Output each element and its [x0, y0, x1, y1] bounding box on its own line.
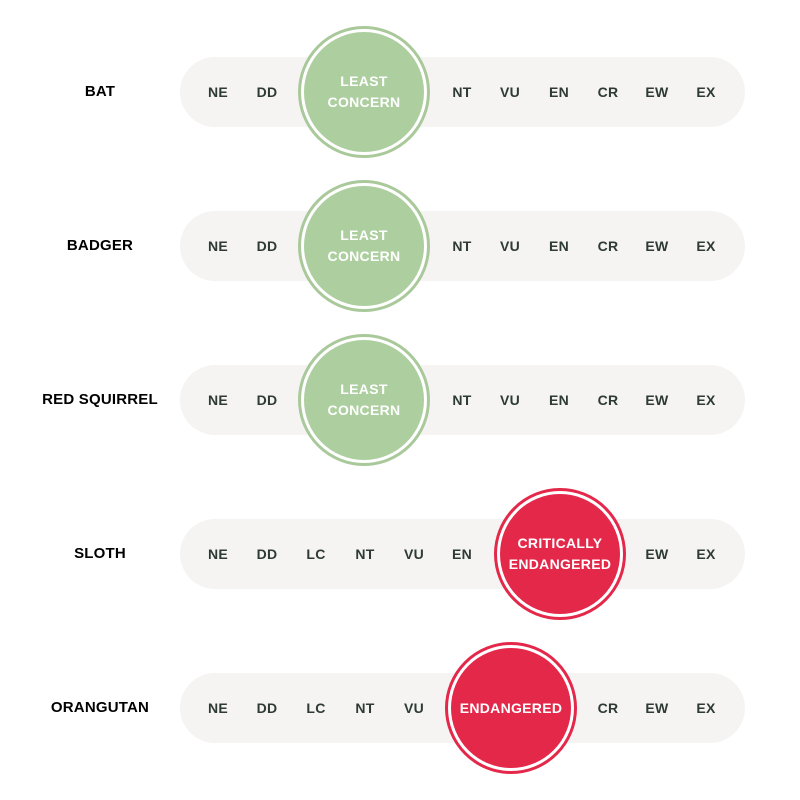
status-code-dd: DD	[256, 238, 278, 254]
status-code-ex: EX	[696, 238, 716, 254]
status-code-en: EN	[548, 84, 570, 100]
species-name: BADGER	[66, 237, 134, 254]
status-scale-track	[180, 57, 745, 127]
status-badge-label: LEAST CONCERN	[304, 340, 424, 460]
status-badge-line: LEAST	[340, 227, 388, 243]
status-code-ne: NE	[207, 700, 229, 716]
status-code-cr: CR	[597, 84, 619, 100]
status-scale-track	[180, 365, 745, 435]
status-badge-line: LEAST	[340, 73, 388, 89]
status-code-dd: DD	[256, 392, 278, 408]
species-row-bat: BAT NE DD NT VU EN CR EW EX LEAST CONCER…	[0, 12, 800, 172]
status-badge-label: CRITICALLY ENDANGERED	[500, 494, 620, 614]
species-name: ORANGUTAN	[50, 699, 150, 716]
status-code-vu: VU	[499, 84, 521, 100]
status-badge-line: CONCERN	[327, 94, 401, 110]
status-code-en: EN	[548, 238, 570, 254]
species-name: BAT	[84, 83, 116, 100]
status-code-cr: CR	[597, 392, 619, 408]
status-code-ew: EW	[645, 238, 669, 254]
status-badge-line: LEAST	[340, 381, 388, 397]
species-row-red-squirrel: RED SQUIRREL NE DD NT VU EN CR EW EX LEA…	[0, 320, 800, 480]
species-row-orangutan: ORANGUTAN NE DD LC NT VU CR EW EX ENDANG…	[0, 628, 800, 788]
current-status-badge: LEAST CONCERN	[298, 26, 430, 158]
status-code-ex: EX	[696, 392, 716, 408]
status-code-ew: EW	[645, 700, 669, 716]
current-status-badge: LEAST CONCERN	[298, 334, 430, 466]
status-code-ew: EW	[645, 84, 669, 100]
status-code-ne: NE	[207, 84, 229, 100]
current-status-badge: ENDANGERED	[445, 642, 577, 774]
status-code-nt: NT	[452, 238, 472, 254]
status-code-cr: CR	[597, 700, 619, 716]
status-code-ex: EX	[696, 700, 716, 716]
status-badge-label: ENDANGERED	[451, 648, 571, 768]
status-code-nt: NT	[452, 392, 472, 408]
status-code-en: EN	[451, 546, 473, 562]
status-code-ne: NE	[207, 546, 229, 562]
status-code-ew: EW	[645, 546, 669, 562]
status-code-ex: EX	[696, 546, 716, 562]
status-badge-line: CONCERN	[327, 248, 401, 264]
status-code-ne: NE	[207, 392, 229, 408]
status-code-ex: EX	[696, 84, 716, 100]
status-code-dd: DD	[256, 700, 278, 716]
status-code-nt: NT	[355, 700, 375, 716]
species-name: SLOTH	[74, 545, 126, 562]
status-code-dd: DD	[256, 546, 278, 562]
status-code-lc: LC	[306, 700, 326, 716]
status-badge-label: LEAST CONCERN	[304, 32, 424, 152]
current-status-badge: LEAST CONCERN	[298, 180, 430, 312]
status-badge-line: CRITICALLY	[517, 535, 603, 551]
status-code-vu: VU	[499, 392, 521, 408]
status-badge-line: CONCERN	[327, 402, 401, 418]
current-status-badge: CRITICALLY ENDANGERED	[494, 488, 626, 620]
status-code-nt: NT	[355, 546, 375, 562]
species-row-sloth: SLOTH NE DD LC NT VU EN EW EX CRITICALLY…	[0, 474, 800, 634]
status-code-nt: NT	[452, 84, 472, 100]
status-scale-track	[180, 519, 745, 589]
status-code-vu: VU	[499, 238, 521, 254]
species-row-badger: BADGER NE DD NT VU EN CR EW EX LEAST CON…	[0, 166, 800, 326]
status-badge-line: ENDANGERED	[508, 556, 612, 572]
status-code-ew: EW	[645, 392, 669, 408]
status-code-ne: NE	[207, 238, 229, 254]
status-badge-line: ENDANGERED	[459, 699, 563, 716]
status-code-dd: DD	[256, 84, 278, 100]
status-code-cr: CR	[597, 238, 619, 254]
status-badge-label: LEAST CONCERN	[304, 186, 424, 306]
species-name: RED SQUIRREL	[42, 391, 158, 408]
status-code-vu: VU	[403, 546, 425, 562]
status-code-lc: LC	[306, 546, 326, 562]
status-scale-track	[180, 211, 745, 281]
status-code-en: EN	[548, 392, 570, 408]
status-code-vu: VU	[403, 700, 425, 716]
